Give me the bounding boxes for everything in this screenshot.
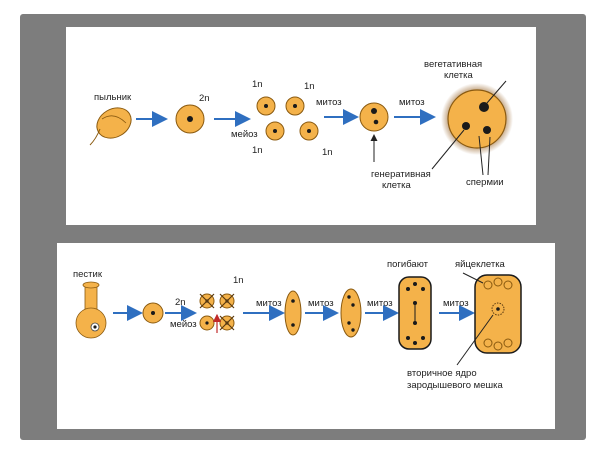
vegetative-cell-label: клетка [444, 70, 473, 81]
pollen-grain [441, 83, 513, 155]
four-nucleate-sac [340, 288, 362, 338]
nucleus [371, 108, 377, 114]
mitosis-label: митоз [256, 298, 282, 309]
ploidy-label: 1n [233, 275, 244, 286]
pistil-icon [75, 281, 107, 339]
embryo-sac-diagram: пестик 2n мейоз 1n [73, 259, 522, 391]
embryo-sac-card: пестик 2n мейоз 1n [57, 243, 555, 429]
nucleus [351, 328, 355, 332]
mature-embryo-sac [474, 274, 522, 354]
secondary-nucleus-label: вторичное ядро [407, 368, 477, 379]
generative-cell-label: генеративная [371, 169, 431, 180]
eight-nucleate-sac [398, 276, 432, 350]
haploid-cells [256, 96, 319, 141]
mitosis-label: митоз [316, 97, 342, 108]
generative-cell-label: клетка [382, 180, 411, 191]
pointer-line [486, 80, 507, 104]
nucleus [187, 116, 193, 122]
meiosis-label: мейоз [231, 129, 258, 140]
pistil-label: пестик [73, 269, 103, 280]
pollen-development-card: пыльник 2n мейоз 1n 1n 1n 1n [66, 27, 536, 225]
pointer-line [456, 314, 494, 366]
ploidy-label: 1n [304, 81, 315, 92]
secondary-nucleus-label: зародышевого мешка [407, 380, 503, 391]
nucleus [291, 299, 295, 303]
ploidy-label: 1n [322, 147, 333, 158]
mitosis-label: митоз [443, 298, 469, 309]
perish-label: погибают [387, 259, 429, 270]
anther-label: пыльник [94, 92, 132, 103]
anther-icon [89, 107, 132, 146]
nucleus [347, 295, 351, 299]
two-nucleate-sac [284, 290, 302, 336]
pointer-line [431, 129, 465, 170]
mitosis-label: митоз [399, 97, 425, 108]
meiosis-label: мейоз [170, 319, 197, 330]
nucleus [351, 303, 355, 307]
ploidy-label: 1n [252, 79, 263, 90]
pollen-diagram: пыльник 2n мейоз 1n 1n 1n 1n [89, 59, 513, 191]
nucleus [373, 119, 379, 125]
pointer-line [478, 135, 484, 176]
ploidy-label: 2n [199, 93, 210, 104]
nucleus [347, 321, 351, 325]
egg-cell-label: яйцеклетка [455, 259, 506, 270]
pointer-line [462, 272, 484, 284]
pointer-line [487, 136, 491, 176]
vegetative-cell-label: вегетативная [424, 59, 482, 70]
sperm-label: спермии [466, 177, 504, 188]
ploidy-label: 2n [175, 297, 186, 308]
megaspores [199, 293, 235, 333]
mitosis-label: митоз [367, 298, 393, 309]
nucleus [151, 311, 155, 315]
microspore-cell [359, 102, 389, 132]
nucleus [291, 323, 295, 327]
ploidy-label: 1n [252, 145, 263, 156]
mitosis-label: митоз [308, 298, 334, 309]
